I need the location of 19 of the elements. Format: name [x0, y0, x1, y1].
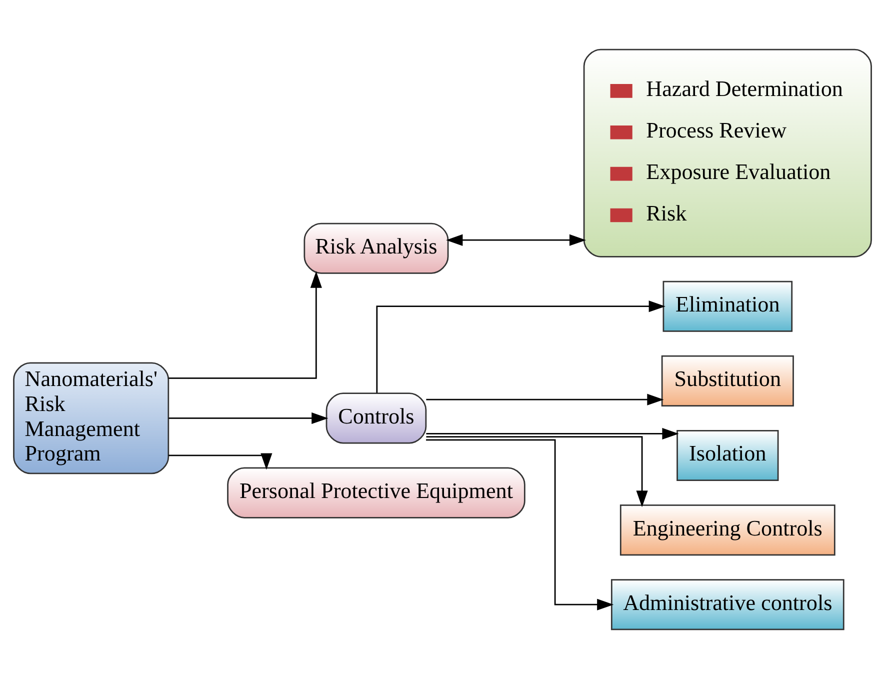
node-box: Nanomaterials' Risk Management Program — [13, 362, 170, 474]
arrow — [426, 427, 679, 440]
node-box: Personal Protective Equipment — [227, 466, 526, 518]
node-box: Elimination — [662, 280, 793, 332]
node-box: Engineering Controls — [620, 504, 836, 556]
node-box: Hazard Determination Process Review Exposure Evaluation Risk — [583, 48, 872, 257]
node-box: Administrative controls — [610, 578, 844, 630]
node-box: Substitution — [661, 354, 794, 406]
node-box: Controls — [326, 392, 427, 444]
arrow — [168, 412, 328, 424]
arrow — [168, 452, 272, 470]
arrow — [168, 270, 322, 378]
node-box: Isolation — [676, 429, 779, 481]
node-box: Risk Analysis — [304, 222, 449, 274]
arrow — [426, 438, 614, 610]
arrow — [446, 234, 586, 246]
arrow — [426, 393, 664, 405]
arrow — [376, 300, 666, 392]
arrow — [426, 436, 648, 507]
